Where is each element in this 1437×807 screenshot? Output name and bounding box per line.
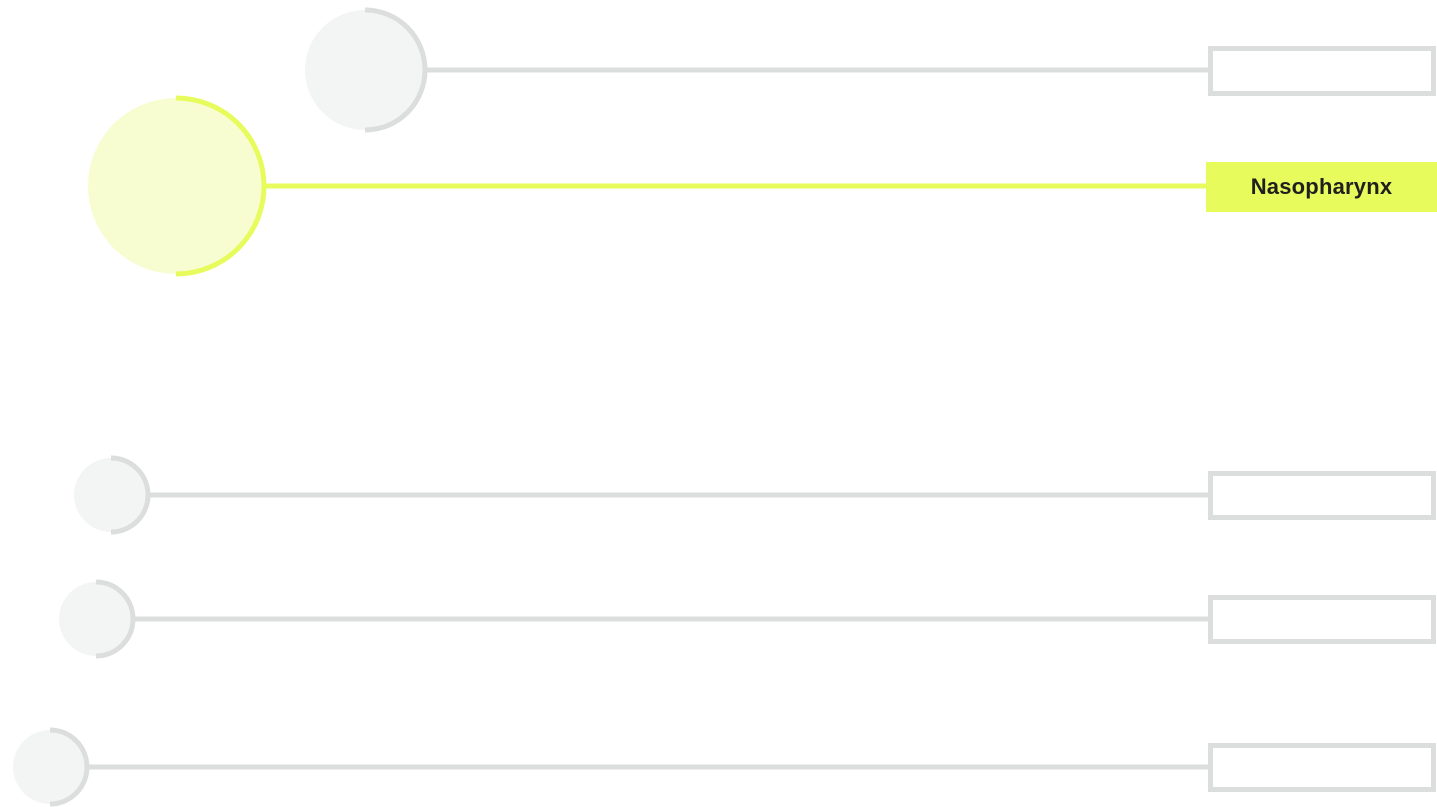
marker-arc-2 [110, 455, 151, 535]
marker-circle-2[interactable] [74, 458, 148, 532]
marker-circle-1[interactable] [88, 98, 264, 274]
marker-circle-3[interactable] [59, 582, 133, 656]
callout-label-3[interactable] [1208, 595, 1436, 644]
callout-label-2[interactable] [1208, 471, 1436, 520]
callout-label-nasopharynx[interactable]: Nasopharynx [1206, 162, 1437, 212]
marker-arc-0 [364, 7, 428, 133]
marker-arc-4 [49, 727, 90, 807]
marker-arc-3 [95, 579, 136, 659]
marker-arc-1 [175, 95, 267, 277]
callout-label-4[interactable] [1208, 743, 1436, 792]
marker-circle-4[interactable] [13, 730, 87, 804]
marker-circle-0[interactable] [305, 10, 425, 130]
callout-label-0[interactable] [1208, 46, 1436, 96]
